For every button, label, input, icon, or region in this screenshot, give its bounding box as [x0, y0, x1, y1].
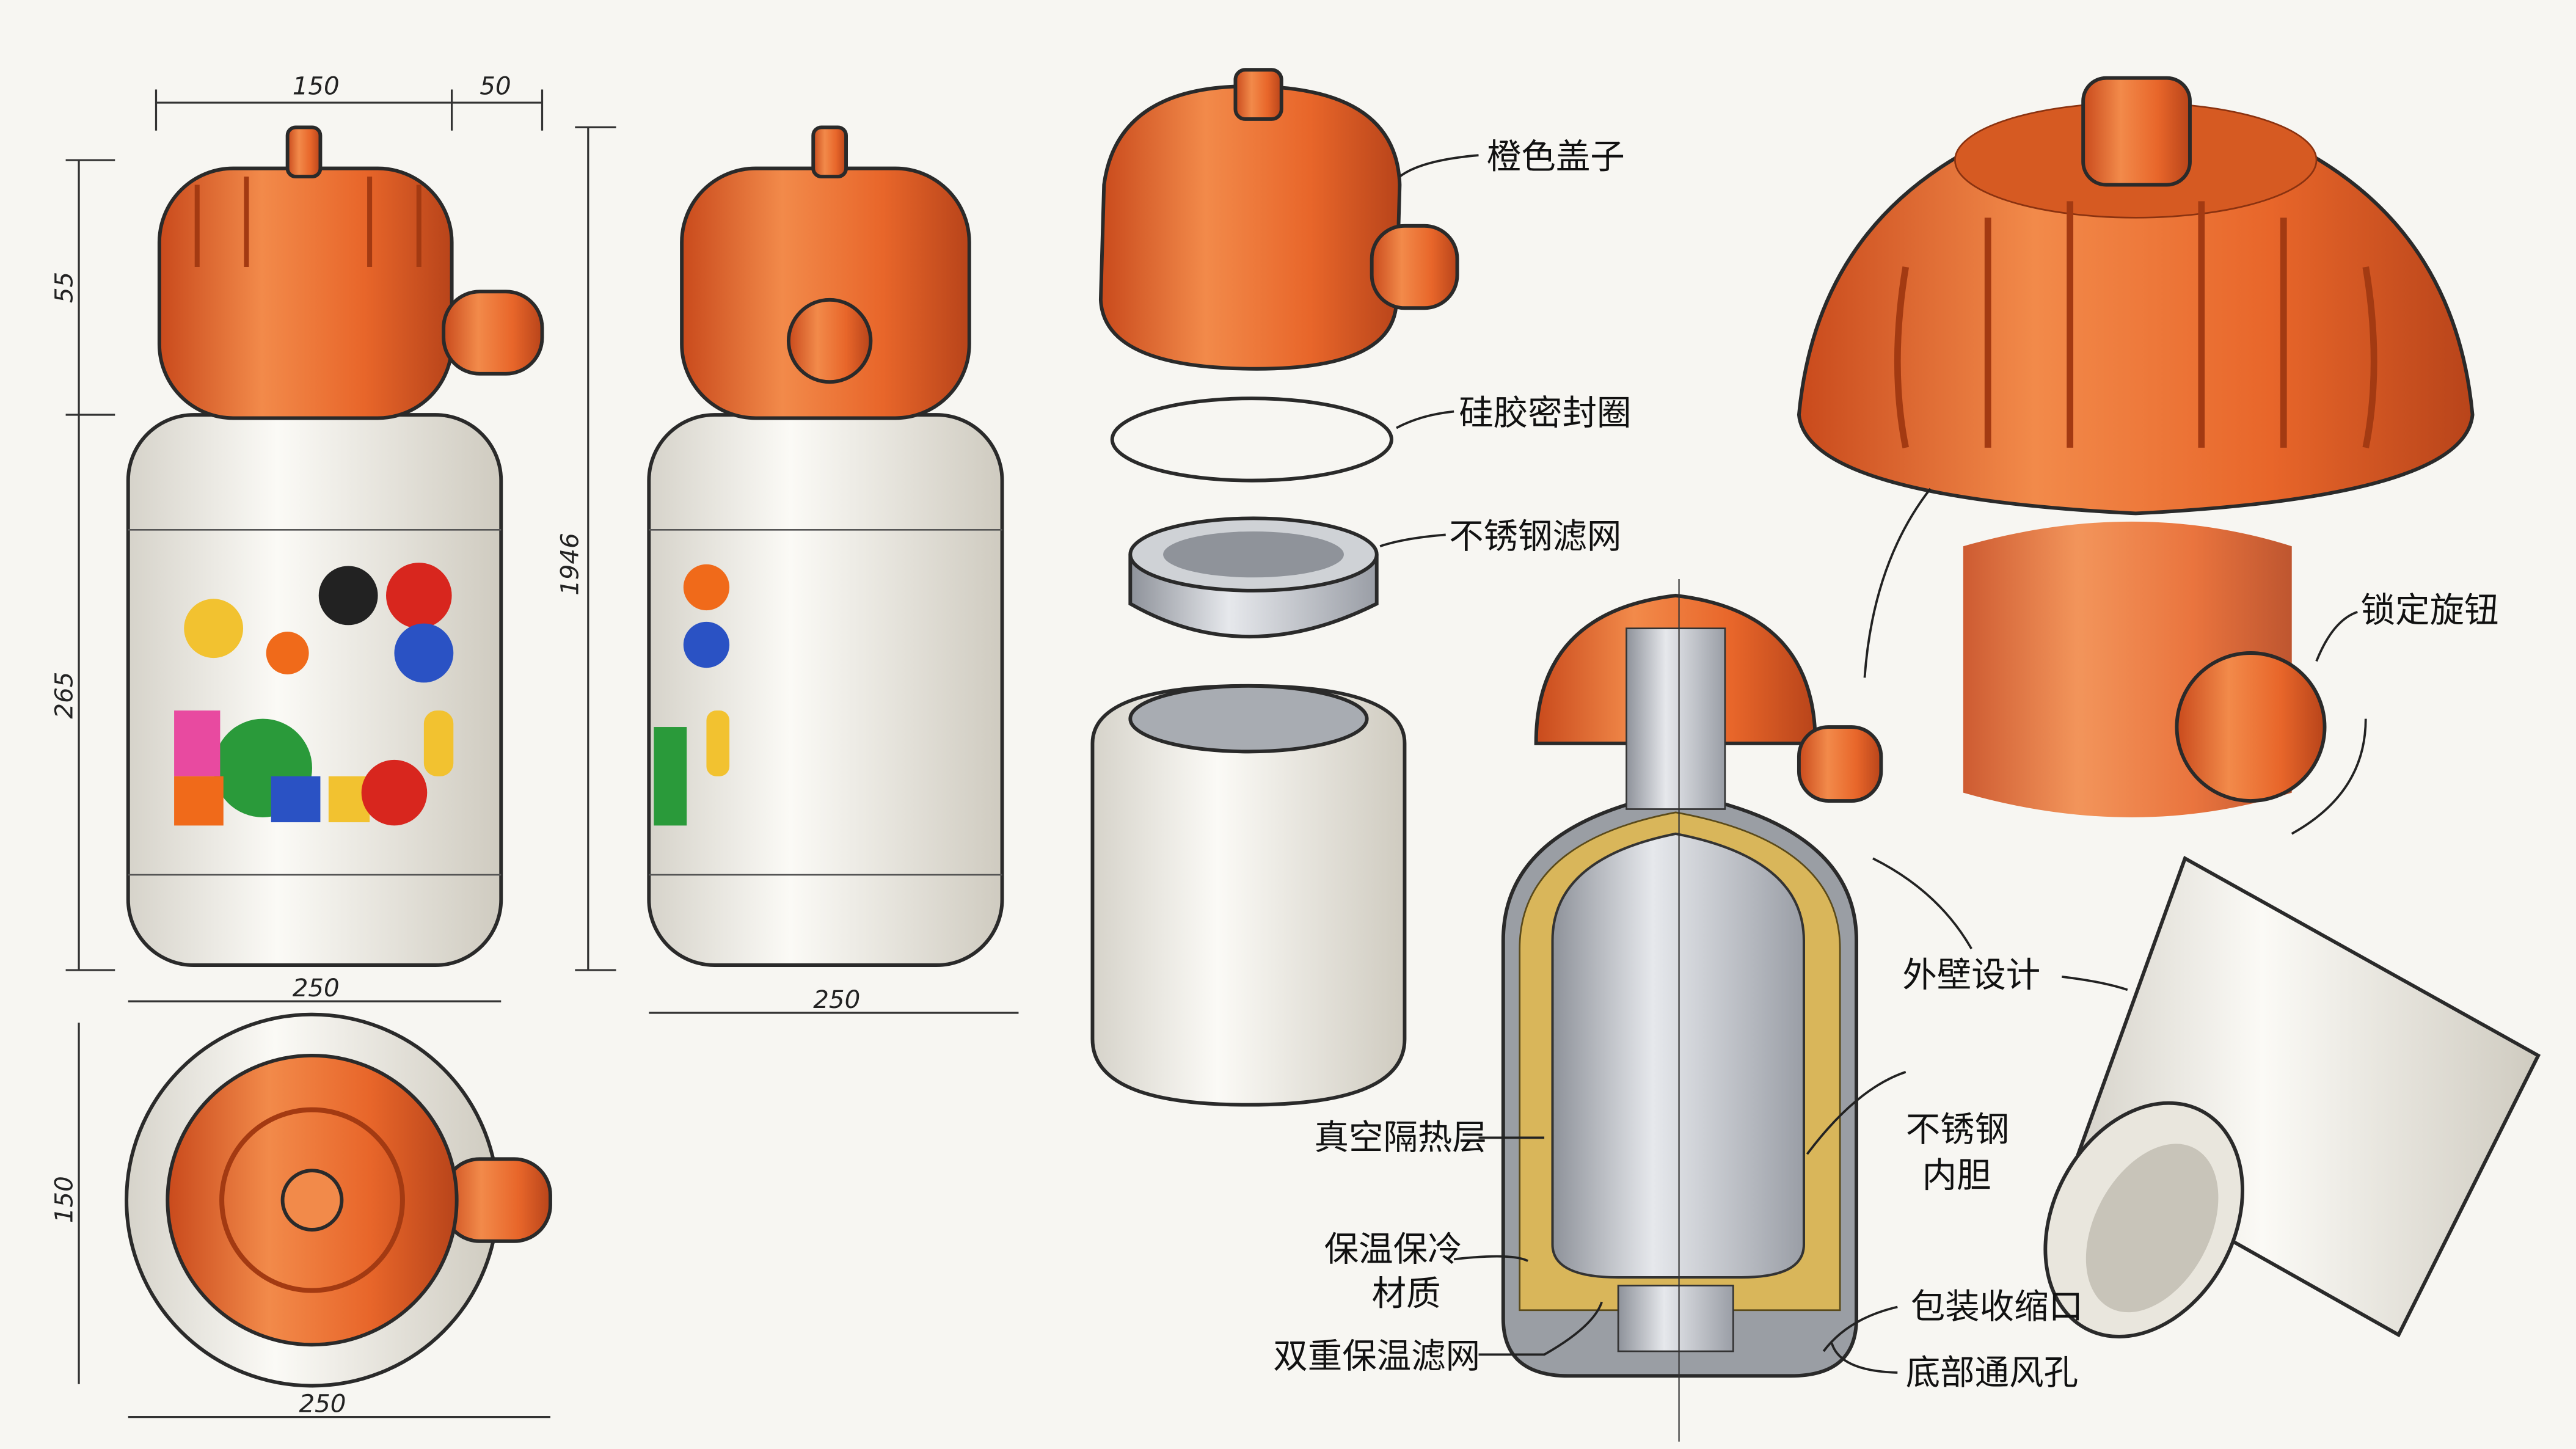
dim-cap-height: 55: [49, 272, 78, 303]
colorful-pattern: [174, 563, 454, 826]
label-insulation-material-1: 保温保冷: [1324, 1230, 1462, 1269]
cap-closeup: [1797, 76, 2475, 835]
front-cap: [157, 125, 544, 420]
dim-top-width: 250: [299, 1390, 346, 1418]
label-inner-liner-1: 不锈钢: [1906, 1110, 2009, 1150]
callout-labels: 橙色盖子 硅胶密封圈 不锈钢滤网 锁定旋钮 外壁设计 真空隔热层 不锈钢 内胆 …: [1273, 137, 2498, 1393]
dim-body-width-front: 250: [293, 974, 340, 1002]
exploded-view: [1090, 68, 1459, 1107]
label-double-filter: 双重保温滤网: [1273, 1337, 1480, 1376]
dimension-lines: 150 50 55 265 1946 250 250 150 250: [49, 72, 1019, 1418]
cross-section: [1501, 579, 1883, 1442]
dim-body-width-side: 250: [813, 985, 860, 1014]
label-bottom-vent: 底部通风孔: [1906, 1353, 2078, 1393]
dim-total-height: 1946: [556, 533, 585, 596]
dim-cap-width: 150: [293, 72, 340, 101]
leader-lines: [1379, 154, 2358, 1374]
front-view-bottle: [126, 125, 544, 967]
label-steel-filter: 不锈钢滤网: [1449, 517, 1621, 557]
dim-knob-width: 50: [480, 72, 511, 101]
label-shrink-opening: 包装收缩口: [1911, 1287, 2083, 1327]
label-orange-cap: 橙色盖子: [1487, 137, 1625, 177]
label-inner-liner-2: 内胆: [1922, 1156, 1991, 1195]
dim-top-depth: 150: [49, 1176, 78, 1223]
label-insulation-material-2: 材质: [1372, 1274, 1441, 1314]
label-lock-knob: 锁定旋钮: [2361, 591, 2499, 630]
body-closeup: [2043, 855, 2541, 1338]
label-outer-wall: 外壁设计: [1902, 955, 2040, 995]
label-silicone-seal: 硅胶密封圈: [1459, 393, 1631, 433]
label-vacuum-layer: 真空隔热层: [1315, 1118, 1487, 1158]
dim-body-height: 265: [49, 672, 78, 719]
top-view-bottle: [125, 1012, 552, 1388]
filter-part: [1128, 516, 1379, 638]
side-view-bottle: [647, 125, 1004, 967]
